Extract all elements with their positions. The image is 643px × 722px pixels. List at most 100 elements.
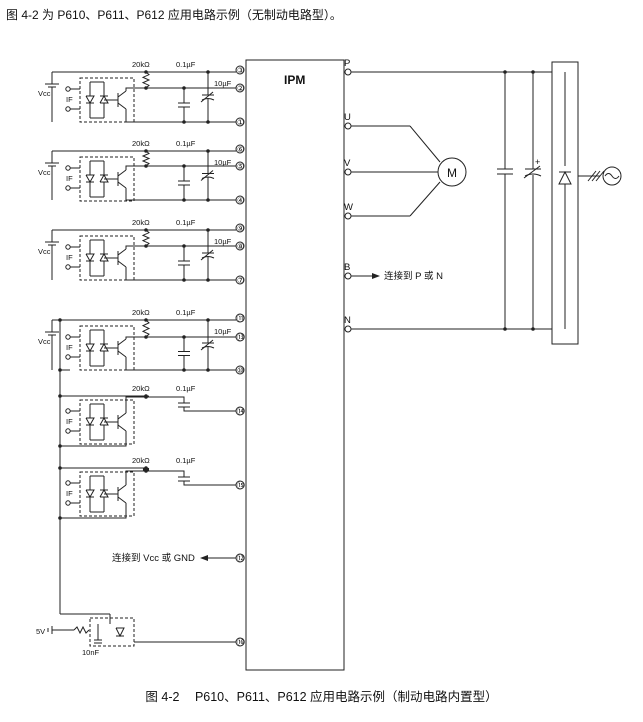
output-label-b: B <box>344 262 350 273</box>
vcc-label: Vcc <box>38 168 51 177</box>
sine-wave-icon <box>604 173 620 179</box>
res-label: 20kΩ <box>132 456 150 465</box>
capacitor-10uf-arrow <box>200 249 214 261</box>
pin-p13 <box>235 332 245 342</box>
pin-p1 <box>235 117 245 127</box>
optocoupler-led <box>85 343 95 353</box>
optocoupler-box <box>79 325 135 371</box>
pin-label-p15: ⑮ <box>237 481 245 490</box>
resistor-20k <box>141 150 151 167</box>
if-label: IF <box>66 489 73 498</box>
junction-dot <box>206 368 210 372</box>
ac-slash <box>591 170 601 182</box>
wire-out <box>125 396 146 413</box>
junction-dot <box>144 335 148 339</box>
pin-p3 <box>235 65 245 75</box>
optocoupler-collector <box>117 338 127 346</box>
cap-label: 0.1µF <box>176 384 196 393</box>
nf10-label: 10nF <box>82 648 100 657</box>
input-terminal <box>65 86 71 92</box>
input-terminal <box>65 408 71 414</box>
vcc-label: Vcc <box>38 247 51 256</box>
capacitor-10uf-arrow <box>200 170 214 181</box>
bottom-caption: 图 4-2 P610、P611、P612 应用电路示例（制动电路内置型） <box>0 686 643 705</box>
motor-label: M <box>447 166 457 180</box>
pin-label-p9: ⑨ <box>237 224 244 233</box>
if-label: IF <box>66 343 73 352</box>
if-label: IF <box>66 253 73 262</box>
pin-label-p7: ⑦ <box>237 276 244 285</box>
w-wire <box>409 181 441 217</box>
resistor-20k <box>141 229 151 247</box>
cap-label: 0.1µF <box>176 139 196 148</box>
optocoupler-emitter <box>117 181 127 189</box>
brake-opto-box <box>89 617 135 647</box>
junction-dot <box>58 444 62 448</box>
res-label: 20kΩ <box>132 308 150 317</box>
cap10-label: 10µF <box>214 158 232 167</box>
output-label-w: W <box>344 202 353 213</box>
input-terminal <box>65 428 71 434</box>
optocoupler-box <box>79 156 135 202</box>
terminal-b <box>344 272 352 280</box>
optocoupler-collector <box>117 412 127 420</box>
pin-p8 <box>235 241 245 251</box>
junction-dot <box>144 70 148 74</box>
pin-label-p3: ③ <box>237 66 244 75</box>
pin-p2 <box>235 83 245 93</box>
optocoupler-collector <box>117 484 127 492</box>
capacitor-10uf-arrow <box>200 339 214 351</box>
wire-out <box>125 165 236 170</box>
terminal-u <box>344 122 352 130</box>
res-label: 20kΩ <box>132 384 150 393</box>
optocoupler-led <box>85 253 95 263</box>
pin-label-p14: ⑭ <box>237 407 245 416</box>
pin-label-p1: ① <box>237 118 244 127</box>
wire <box>146 396 185 403</box>
pin-p7 <box>235 275 245 285</box>
optocoupler-collector <box>117 90 127 98</box>
resistor-20k <box>141 319 151 338</box>
junction-dot <box>182 120 186 124</box>
wire-out <box>125 336 236 339</box>
pin-p9 <box>235 223 245 233</box>
terminal-v <box>344 168 352 176</box>
capacitor-10uf-plate <box>201 346 215 349</box>
pin-label-p6: ⑥ <box>237 145 244 154</box>
input-terminal <box>65 480 71 486</box>
pin-p10 <box>235 365 245 375</box>
pin-p16 <box>235 637 245 647</box>
if-label: IF <box>66 95 73 104</box>
arrow-left-icon <box>200 555 208 561</box>
wire-gnd <box>125 357 236 371</box>
wire-out <box>125 470 146 485</box>
pin-label-p13: ⑬ <box>237 333 245 342</box>
res-label: 20kΩ <box>132 218 150 227</box>
v5-label: 5V <box>36 627 45 636</box>
input-terminal <box>65 264 71 270</box>
junction-dot <box>206 198 210 202</box>
cap10-label: 10µF <box>214 79 232 88</box>
pin-p14 <box>235 406 245 416</box>
bottom-caption-fig: 图 4-2 <box>145 690 180 704</box>
pin-label-p11: ⑪ <box>237 314 245 323</box>
vcc-label: Vcc <box>38 337 51 346</box>
junction-dot <box>206 228 210 232</box>
brake-diode <box>115 627 125 638</box>
optocoupler-emitter <box>117 260 127 268</box>
wire-gnd <box>125 267 236 281</box>
capacitor-10uf-arrow <box>200 91 214 103</box>
pin-p5 <box>235 161 245 171</box>
if-label: IF <box>66 174 73 183</box>
output-label-p: P <box>344 58 350 69</box>
junction-dot <box>206 149 210 153</box>
input-terminal <box>65 334 71 340</box>
input-terminal <box>65 106 71 112</box>
optocoupler-box <box>79 77 135 123</box>
wire-out <box>183 407 236 412</box>
ipm-block <box>245 59 345 671</box>
pin-label-p5: ⑤ <box>237 162 244 171</box>
wire-gnd <box>60 503 127 519</box>
